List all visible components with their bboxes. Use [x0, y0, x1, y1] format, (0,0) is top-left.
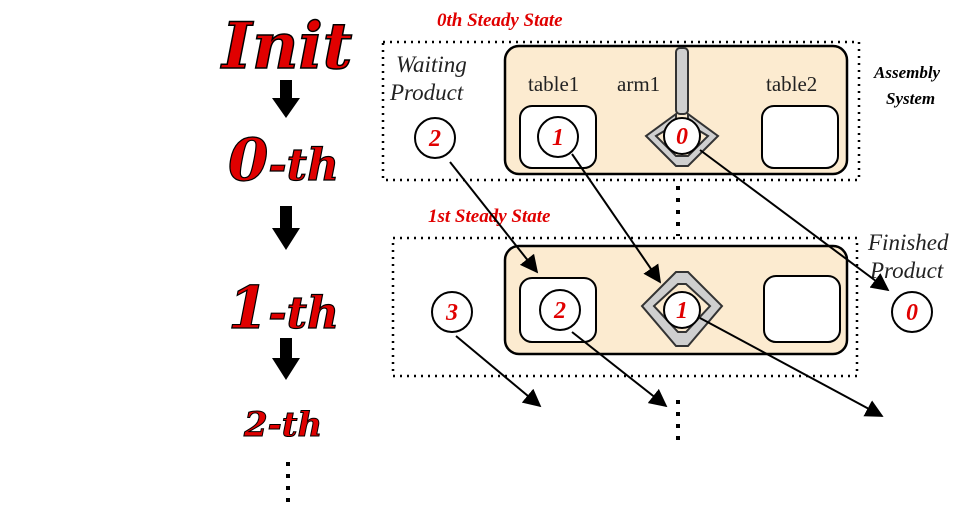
waiting-label-line2: Product	[389, 80, 464, 105]
table1-number-s1: 2	[553, 298, 566, 324]
stage-1th-number: 1	[228, 274, 268, 342]
table2-label: table2	[766, 72, 817, 96]
waiting-product-number-s1: 3	[445, 300, 458, 326]
waiting-product-number: 2	[428, 126, 441, 152]
arrow-table1-s1-out	[571, 331, 668, 408]
arm1-label: arm1	[617, 72, 660, 96]
table1-label: table1	[528, 72, 579, 96]
finished-product-token	[891, 291, 933, 333]
finished-label-line2: Product	[869, 258, 944, 283]
finished-label-line1: Finished	[867, 230, 949, 255]
down-arrow-icon	[272, 80, 300, 118]
stage-init: Init	[220, 9, 352, 84]
waiting-product-token	[414, 117, 456, 159]
stage-0th-number: 0	[228, 126, 268, 194]
finished-product-number: 0	[906, 300, 918, 326]
stage-0th-suffix: -th	[268, 140, 339, 191]
arm-token-s0	[663, 117, 701, 155]
state-1-title: 1st Steady State	[428, 206, 551, 227]
arm-shaft	[675, 47, 689, 115]
arm-gripper-icon-s1	[640, 271, 724, 347]
arm-token-s1	[663, 291, 701, 329]
arrow-arm-s1-out	[699, 317, 884, 417]
state-0-boundary	[381, 40, 861, 182]
down-arrow-icon	[272, 338, 300, 380]
table1-token-s0	[537, 116, 579, 158]
table1-token-s1	[539, 289, 581, 331]
waiting-product-token-s1	[431, 291, 473, 333]
state-1-boundary	[391, 236, 859, 378]
arrow-waiting-s1-out	[455, 335, 542, 408]
arrow-table1-to-arm	[571, 153, 662, 284]
stage-2th: 2-th	[243, 405, 322, 445]
table2-slot-s0	[761, 105, 839, 169]
down-arrow-icon	[272, 206, 300, 250]
stage-1th-suffix: -th	[268, 288, 339, 339]
arrow-waiting-to-table1	[449, 161, 539, 274]
table2-slot-s1	[763, 275, 841, 343]
waiting-label-line1: Waiting	[396, 52, 467, 77]
state-0-title: 0th Steady State	[437, 10, 563, 31]
arrow-arm-to-finished	[699, 149, 890, 292]
stage-0th: 0-th	[228, 126, 339, 194]
arm-number-s1: 1	[676, 298, 688, 324]
assembly-system-line1: Assembly	[873, 63, 941, 82]
arm-number-s0: 0	[676, 124, 688, 150]
assembly-system-line2: System	[886, 89, 935, 108]
stage-1th: 1-th	[228, 274, 339, 342]
table1-number-s0: 1	[552, 125, 564, 151]
